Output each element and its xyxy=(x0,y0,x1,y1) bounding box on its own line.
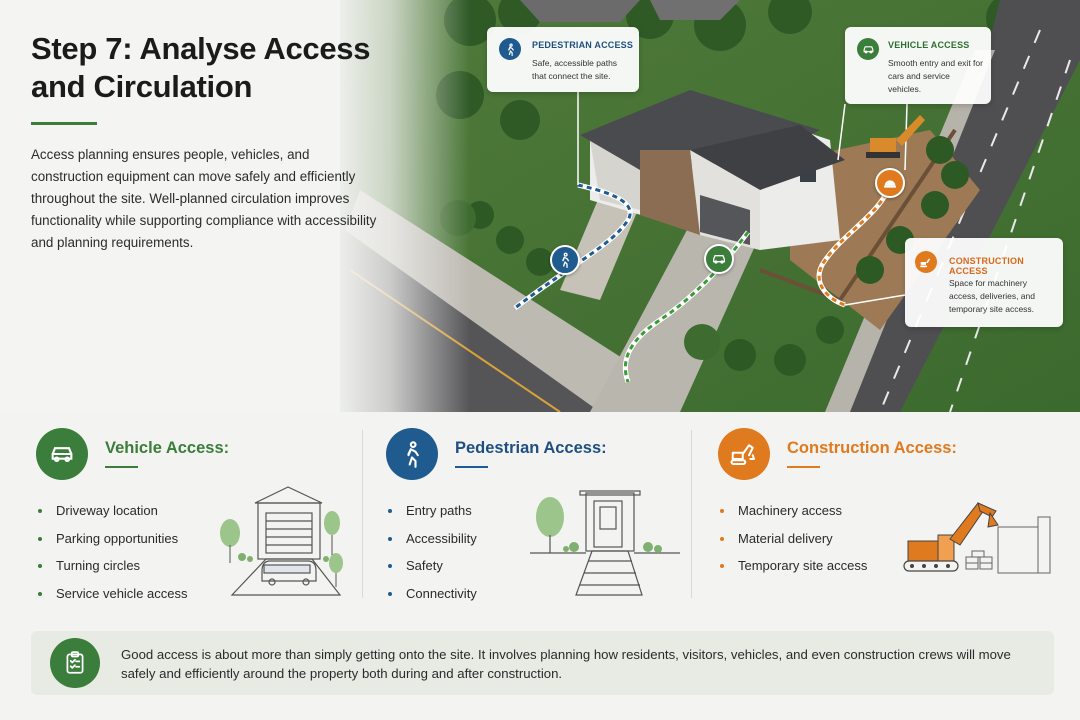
summary-panel: Good access is about more than simply ge… xyxy=(31,631,1054,695)
excavator-icon xyxy=(915,251,937,273)
heading-underline xyxy=(787,466,820,468)
vehicle-access-list: Driveway location Parking opportunities … xyxy=(36,497,188,607)
construction-access-section: Construction Access: Machinery access Ma… xyxy=(712,425,1062,605)
vehicle-access-callout: VEHICLE ACCESS Smooth entry and exit for… xyxy=(845,27,991,104)
car-icon xyxy=(857,38,879,60)
garage-illustration xyxy=(220,486,343,596)
heading-underline xyxy=(105,466,138,468)
pedestrian-marker[interactable] xyxy=(550,245,580,275)
list-item: Entry paths xyxy=(386,497,477,525)
callout-title: CONSTRUCTION ACCESS xyxy=(949,256,1024,276)
heading-underline xyxy=(455,466,488,468)
car-icon xyxy=(713,255,725,264)
summary-text: Good access is about more than simply ge… xyxy=(121,647,1011,681)
callout-text: Space for machinery access, deliveries, … xyxy=(949,278,1035,314)
hero-section: Step 7: Analyse Access and Circulation A… xyxy=(0,0,1080,412)
page-title: Step 7: Analyse Access and Circulation xyxy=(31,31,371,104)
walking-person-icon xyxy=(562,252,569,268)
walking-person-icon xyxy=(386,428,438,480)
list-item: Accessibility xyxy=(386,525,477,553)
pedestrian-access-callout: PEDESTRIAN ACCESS Safe, accessible paths… xyxy=(487,27,639,92)
vehicle-marker[interactable] xyxy=(704,244,734,274)
list-item: Temporary site access xyxy=(718,552,867,580)
hard-hat-icon xyxy=(884,180,896,188)
pedestrian-access-section: Pedestrian Access: Entry paths Accessibi… xyxy=(380,425,690,605)
callout-title: PEDESTRIAN ACCESS xyxy=(532,40,634,50)
intro-paragraph: Access planning ensures people, vehicles… xyxy=(31,147,377,250)
column-divider xyxy=(691,430,692,598)
list-item: Safety xyxy=(386,552,477,580)
callout-text: Smooth entry and exit for cars and servi… xyxy=(888,58,983,94)
callout-title: VEHICLE ACCESS xyxy=(888,40,970,50)
list-item: Service vehicle access xyxy=(36,580,188,608)
excavator-icon xyxy=(718,428,770,480)
section-heading: Construction Access: xyxy=(787,439,957,457)
column-divider xyxy=(362,430,363,598)
list-item: Connectivity xyxy=(386,580,477,608)
title-underline xyxy=(31,122,97,125)
list-item: Driveway location xyxy=(36,497,188,525)
car-icon xyxy=(36,428,88,480)
front-door-illustration xyxy=(530,490,680,596)
excavator-illustration xyxy=(903,502,1051,574)
section-heading: Pedestrian Access: xyxy=(455,439,607,457)
callout-text: Safe, accessible paths that connect the … xyxy=(532,58,618,81)
construction-access-list: Machinery access Material delivery Tempo… xyxy=(718,497,867,580)
section-heading: Vehicle Access: xyxy=(105,439,230,457)
walking-person-icon xyxy=(499,38,521,60)
vehicle-access-section: Vehicle Access: Driveway location Parkin… xyxy=(30,425,360,605)
construction-marker[interactable] xyxy=(875,168,905,198)
list-item: Turning circles xyxy=(36,552,188,580)
list-item: Machinery access xyxy=(718,497,867,525)
list-item: Material delivery xyxy=(718,525,867,553)
list-item: Parking opportunities xyxy=(36,525,188,553)
construction-access-callout: CONSTRUCTION ACCESS Space for machinery … xyxy=(905,238,1063,327)
pedestrian-access-list: Entry paths Accessibility Safety Connect… xyxy=(386,497,477,607)
clipboard-checklist-icon xyxy=(50,638,100,688)
